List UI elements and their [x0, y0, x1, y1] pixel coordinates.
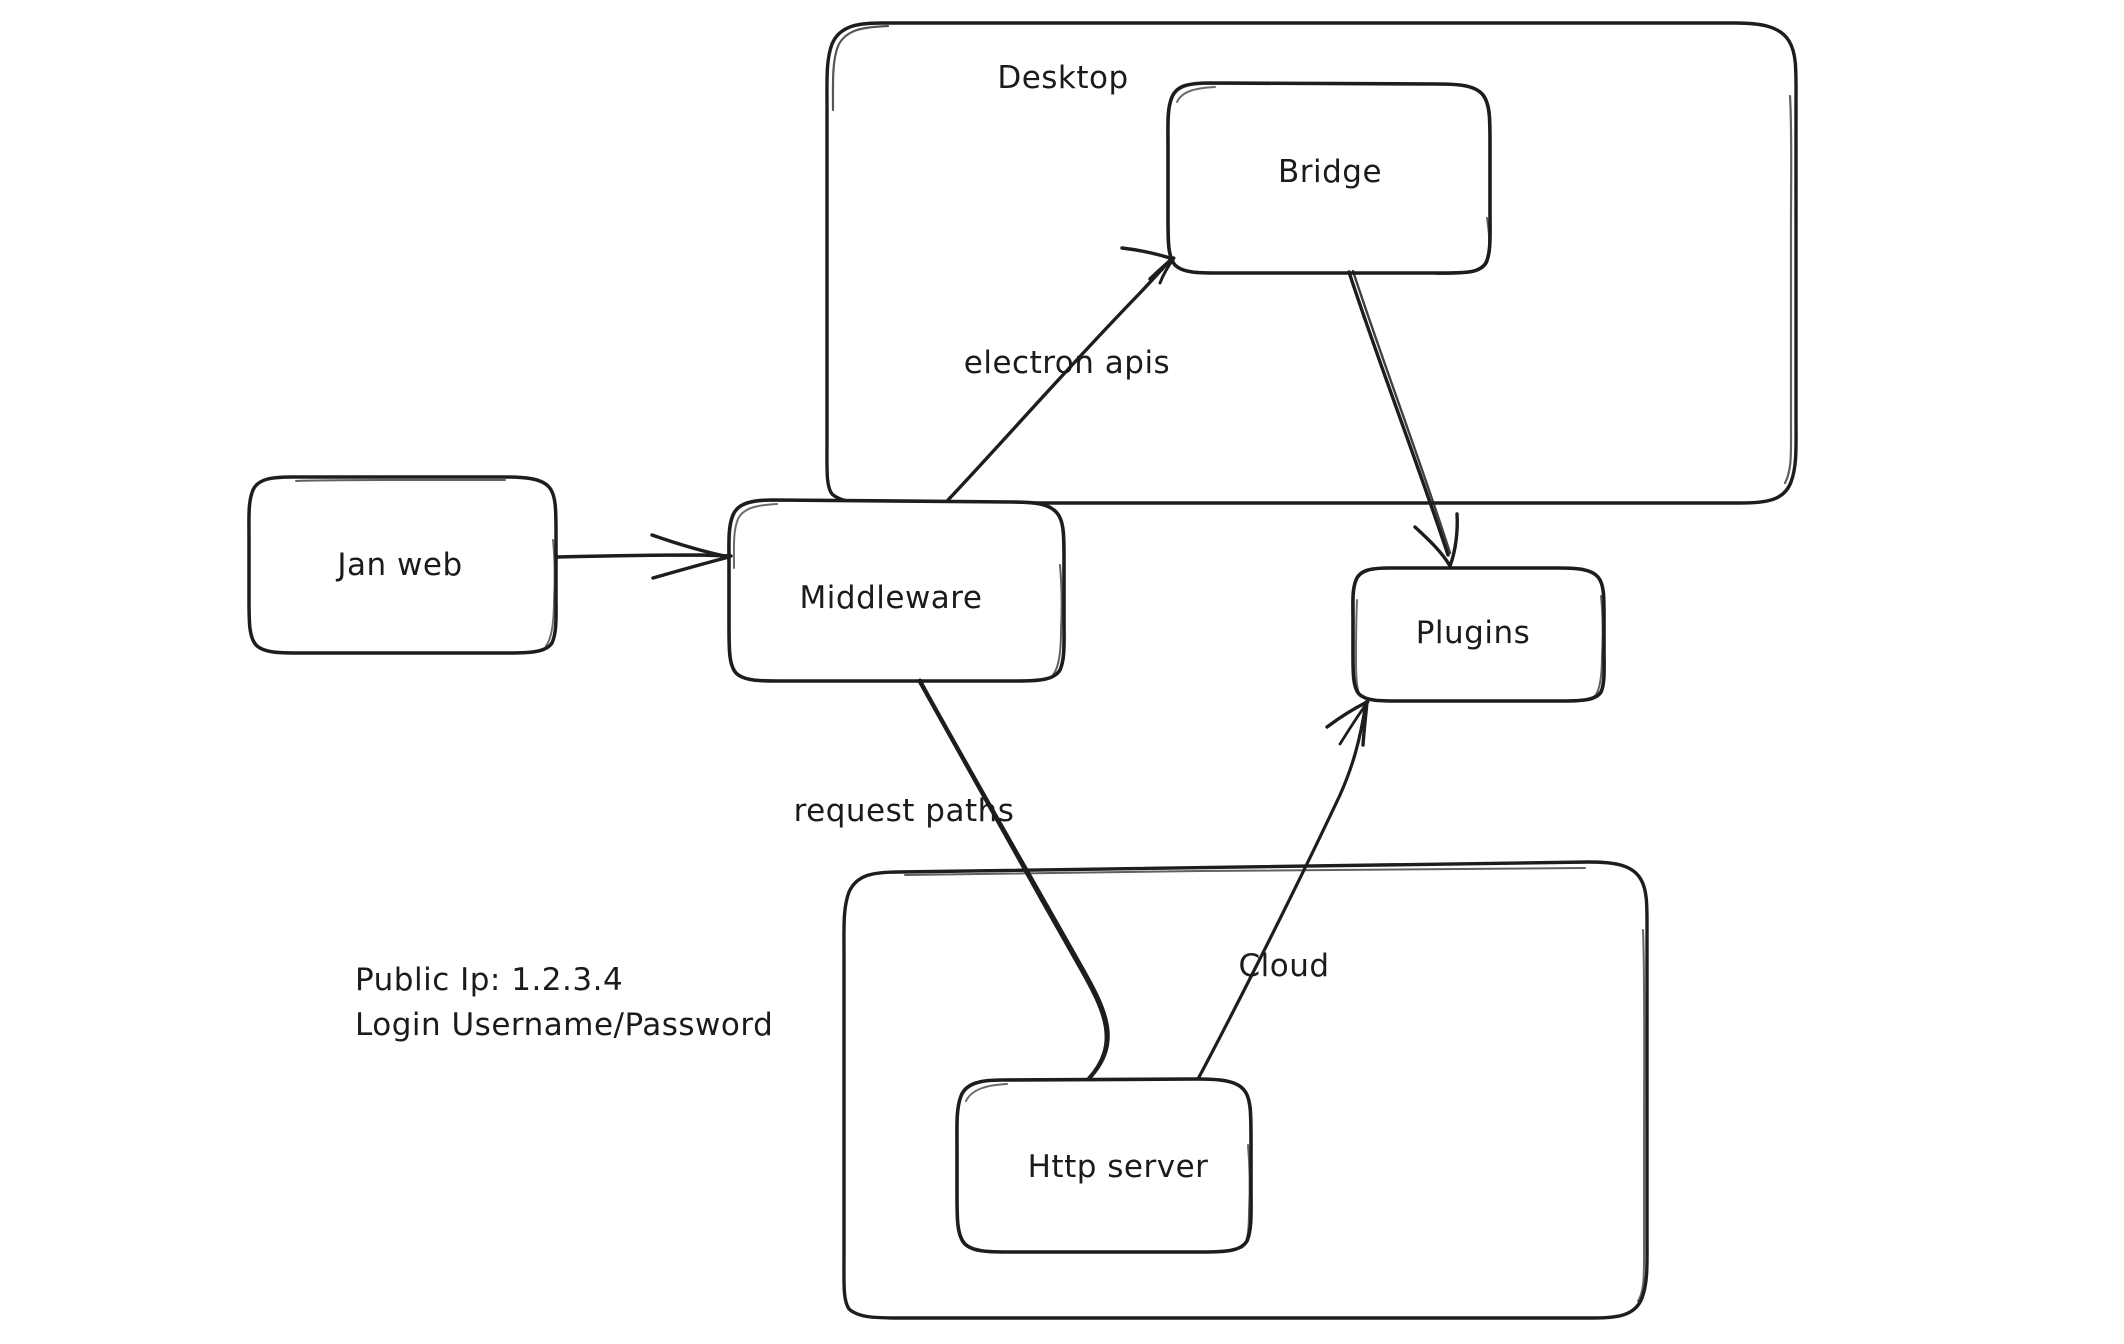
edge-jan-web-to-middleware [555, 533, 733, 580]
edge-label-electron-apis: electron apis [963, 345, 1171, 381]
group-label-desktop: Desktop [997, 60, 1129, 96]
node-label-bridge[interactable]: Bridge [1277, 154, 1383, 190]
note-public-ip: Public Ip: 1.2.3.4 [355, 962, 624, 998]
node-label-plugins[interactable]: Plugins [1415, 615, 1531, 651]
node-bridge-outline [1166, 81, 1492, 275]
edge-http-server-to-plugins [1196, 700, 1370, 1081]
node-http-server-outline [955, 1077, 1253, 1254]
notes-block: Public Ip: 1.2.3.4 Login Username/Passwo… [355, 958, 773, 1048]
note-login: Login Username/Password [355, 1006, 774, 1043]
edge-middleware-to-http-server [917, 678, 1110, 1081]
edge-bridge-to-plugins [1347, 269, 1459, 568]
edge-label-request-paths: request paths [793, 793, 1015, 829]
edge-label-cloud: Cloud [1238, 948, 1330, 984]
edge-middleware-to-bridge [946, 246, 1176, 502]
node-plugins-outline [1351, 566, 1606, 703]
node-jan-web-outline [247, 475, 558, 655]
node-label-jan-web[interactable]: Jan web [337, 547, 463, 583]
node-label-middleware[interactable]: Middleware [799, 580, 983, 616]
node-label-http-server[interactable]: Http server [1027, 1149, 1209, 1185]
node-middleware-outline [727, 498, 1066, 683]
